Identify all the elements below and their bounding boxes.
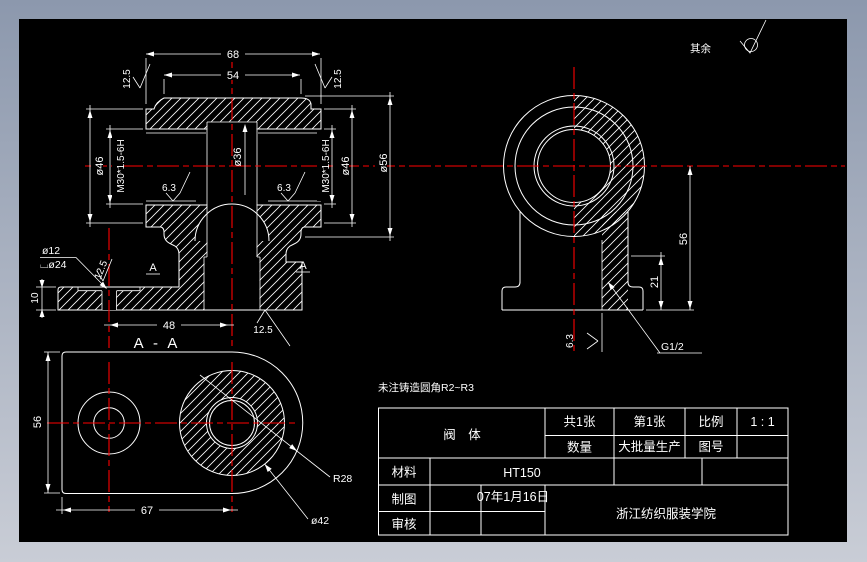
section-arrow-a-left: A bbox=[149, 262, 157, 274]
dim-10: 10 bbox=[30, 292, 41, 304]
side-view-dimensions: 56 21 6.3 G1/2 bbox=[565, 166, 702, 354]
label-cbore24: ⌴ø24 bbox=[40, 259, 67, 271]
draft-date: 07年1月16日 bbox=[477, 490, 549, 504]
part-name: 阀 体 bbox=[443, 428, 481, 442]
scale-label: 比例 bbox=[698, 415, 723, 429]
checker-label: 审核 bbox=[391, 517, 417, 532]
drawing-area bbox=[19, 19, 847, 542]
dim-dia46-left: ø46 bbox=[94, 157, 106, 176]
material-value: HT150 bbox=[503, 466, 541, 480]
roughness-symbol-icon bbox=[739, 19, 767, 54]
section-arrow-a-right: A bbox=[299, 260, 307, 272]
dim-48: 48 bbox=[163, 320, 175, 332]
notes: 其余 未注铸造圆角R2~R3 bbox=[378, 19, 767, 394]
rough-12-5-top-right: 12.5 bbox=[333, 69, 344, 89]
sheet-number: 第1张 bbox=[634, 414, 666, 429]
dim-56-side: 56 bbox=[678, 233, 690, 245]
rough-6-3-left: 6.3 bbox=[162, 183, 176, 194]
label-dia42: ø42 bbox=[311, 515, 329, 527]
label-g12: G1/2 bbox=[661, 341, 684, 353]
front-view-geometry bbox=[57, 97, 322, 311]
front-view-dimensions: 68 54 ø46 M30*1.5-6H M30*1.5-6H ø46 ø56 … bbox=[30, 47, 394, 347]
label-dia12: ø12 bbox=[42, 245, 60, 257]
rest-roughness-note: 其余 bbox=[690, 42, 711, 55]
dim-m30-right: M30*1.5-6H bbox=[321, 139, 332, 192]
dim-68: 68 bbox=[227, 49, 239, 61]
drawing-number-label: 图号 bbox=[698, 440, 723, 454]
rough-6-3-right: 6.3 bbox=[277, 183, 291, 194]
centerlines bbox=[47, 62, 845, 512]
title-block: 阀 体 共1张 第1张 比例 1 : 1 数量 大批量生产 图号 材料 HT15… bbox=[378, 407, 789, 536]
dim-21: 21 bbox=[649, 276, 661, 288]
quantity-label: 数量 bbox=[567, 440, 592, 455]
section-aa-dimensions: A - A 56 67 R28 ø42 bbox=[32, 335, 352, 527]
dim-dia56: ø56 bbox=[378, 154, 390, 173]
general-note: 未注铸造圆角R2~R3 bbox=[378, 381, 474, 394]
rough-6-3-side: 6.3 bbox=[565, 334, 576, 348]
dim-m30-left: M30*1.5-6H bbox=[116, 139, 127, 192]
organization-name: 浙江纺织服装学院 bbox=[616, 506, 717, 521]
drafter-label: 制图 bbox=[391, 493, 416, 507]
label-r28: R28 bbox=[333, 473, 352, 485]
sheets-total: 共1张 bbox=[564, 414, 596, 429]
dim-54: 54 bbox=[227, 70, 239, 82]
dim-dia46-right: ø46 bbox=[340, 157, 352, 176]
rough-12-5-bottom: 12.5 bbox=[253, 325, 273, 336]
production-type: 大批量生产 bbox=[618, 439, 681, 454]
dim-dia36: ø36 bbox=[232, 148, 244, 167]
scale-value: 1 : 1 bbox=[750, 415, 774, 429]
dim-56-aa: 56 bbox=[32, 416, 44, 428]
dim-67: 67 bbox=[141, 505, 153, 517]
section-title: A - A bbox=[134, 335, 181, 352]
material-label: 材料 bbox=[391, 466, 417, 480]
rough-12-5-top-left: 12.5 bbox=[122, 69, 133, 89]
